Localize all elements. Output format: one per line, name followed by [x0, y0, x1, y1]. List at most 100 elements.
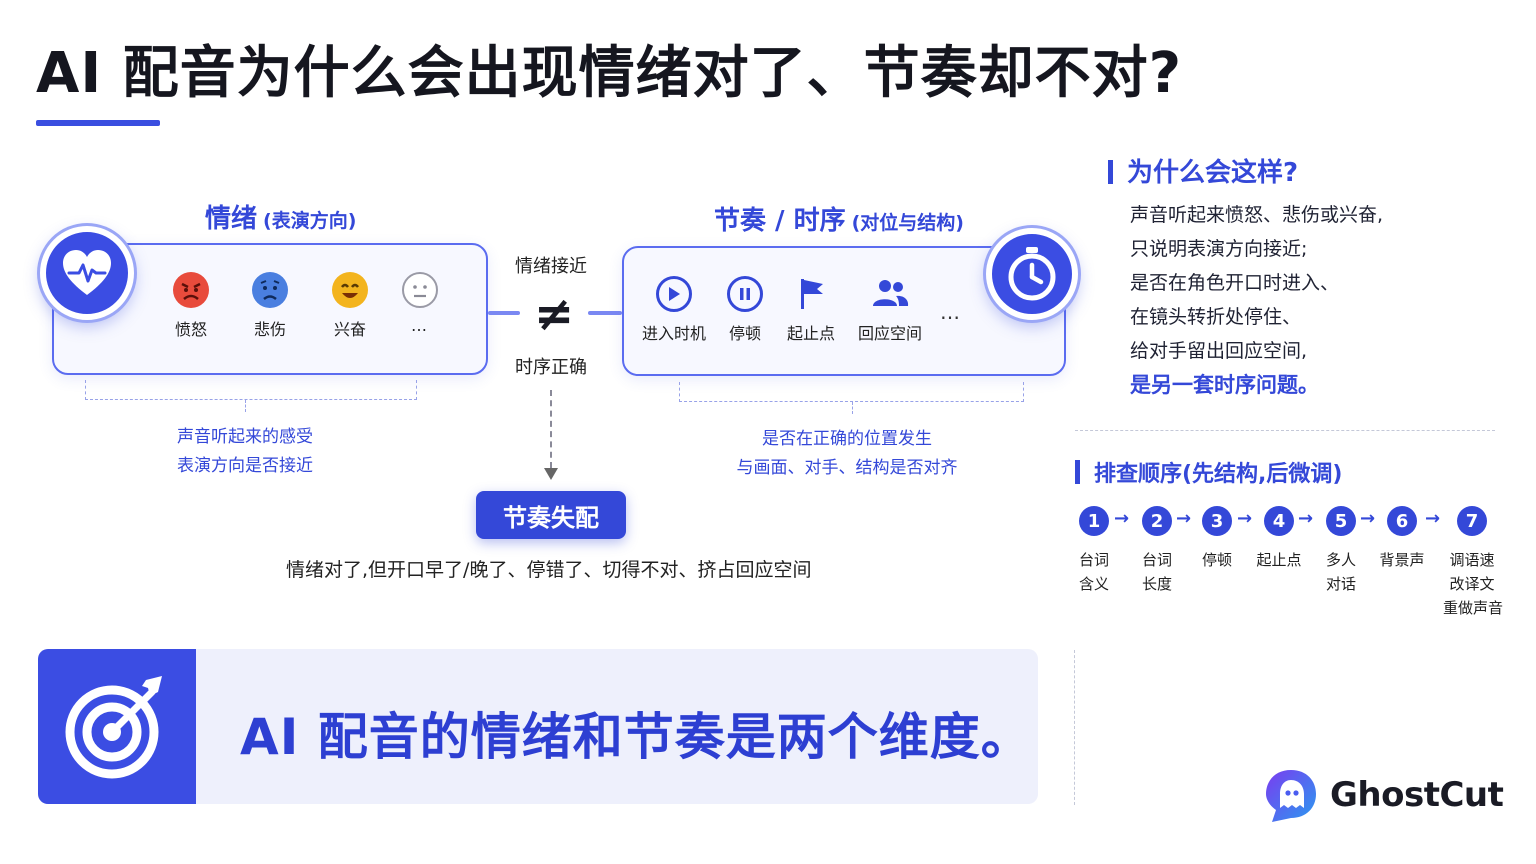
order-step-4: 4 起止点	[1250, 506, 1308, 572]
order-step-1: 1 台词含义	[1065, 506, 1123, 596]
emotion-close-label: 情绪接近	[515, 256, 587, 277]
not-equal-symbol: ≠	[534, 286, 575, 342]
step-label-line: 对话	[1325, 575, 1356, 593]
rhythm-item-pause: 停顿	[717, 276, 773, 344]
step-number: 5	[1326, 506, 1356, 536]
rhythm-note-line: 是否在正确的位置发生	[762, 429, 932, 449]
timer-badge	[986, 228, 1078, 320]
angry-face-icon	[173, 272, 209, 308]
rhythm-heading-main: 节奏 / 时序	[714, 206, 846, 236]
step-label-line: 台词	[1141, 551, 1172, 569]
step-label-line: 台词	[1078, 551, 1109, 569]
emotion-item-label: 悲伤	[253, 320, 286, 339]
step-label: 台词含义	[1065, 548, 1123, 596]
emotion-note-line: 声音听起来的感受	[177, 427, 313, 447]
rhythm-more: …	[940, 300, 962, 324]
rhythm-card	[622, 246, 1066, 376]
why-line: 只说明表演方向接近;	[1130, 238, 1308, 260]
rhythm-note-line: 与画面、对手、结构是否对齐	[736, 458, 958, 478]
step-label: 起止点	[1250, 548, 1308, 572]
rhythm-bracket	[679, 382, 1024, 402]
pause-icon	[727, 276, 763, 312]
step-label-line: 重做声音	[1443, 599, 1504, 617]
step-label: 多人对话	[1312, 548, 1370, 596]
step-arrow-icon: →	[1425, 508, 1441, 529]
emotion-heading-main: 情绪	[205, 204, 258, 234]
stopwatch-icon	[1008, 247, 1056, 301]
step-arrow-icon: →	[1114, 508, 1130, 529]
step-arrow-icon: →	[1237, 508, 1253, 529]
heart-badge	[40, 226, 134, 320]
rhythm-item-response-space: 回应空间	[852, 276, 928, 344]
step-label-line: 调语速	[1449, 551, 1495, 569]
rhythm-heading-sub: (对位与结构)	[851, 212, 964, 234]
step-label-line: 改译文	[1449, 575, 1495, 593]
rhythm-bracket-tick	[852, 402, 853, 414]
down-arrow-icon	[544, 468, 558, 480]
users-icon	[870, 276, 910, 312]
sad-face-icon	[252, 272, 288, 308]
step-label: 台词长度	[1128, 548, 1186, 596]
why-line: 给对手留出回应空间,	[1130, 340, 1308, 362]
banner-icon-panel	[38, 649, 196, 804]
why-line: 在镜头转折处停住、	[1130, 306, 1302, 328]
order-step-3: 3 停顿	[1188, 506, 1246, 572]
rhythm-heading: 节奏 / 时序(对位与结构)	[714, 200, 964, 237]
emotion-bracket	[85, 380, 417, 400]
emotion-item-neutral: …	[395, 272, 445, 335]
step-label-line: 停顿	[1201, 551, 1232, 569]
why-heading-text: 为什么会这样?	[1127, 158, 1299, 188]
down-dashed-line	[550, 390, 552, 468]
order-step-6: 6 背景声	[1373, 506, 1431, 572]
connector-left	[488, 311, 520, 315]
rhythm-item-label: 停顿	[728, 324, 761, 343]
step-label: 调语速改译文重做声音	[1443, 548, 1504, 620]
step-number: 4	[1264, 506, 1294, 536]
rhythm-mismatch-badge: 节奏失配	[476, 491, 626, 539]
step-label-line: 多人	[1325, 551, 1356, 569]
emotion-item-excited: 兴奋	[325, 272, 375, 340]
rhythm-item-label: 进入时机	[641, 324, 706, 343]
order-step-7: 7 调语速改译文重做声音	[1443, 506, 1504, 620]
order-step-2: 2 台词长度	[1128, 506, 1186, 596]
timing-correct-label: 时序正确	[515, 357, 587, 378]
summary-banner: AI 配音的情绪和节奏是两个维度。	[38, 649, 1038, 804]
right-divider	[1075, 430, 1495, 431]
why-highlight: 是另一套时序问题。	[1130, 373, 1319, 397]
rhythm-item-label: 回应空间	[857, 324, 922, 343]
brand-logo: GhostCut	[1262, 766, 1504, 824]
page-title: AI 配音为什么会出现情绪对了、节奏却不对?	[36, 41, 1183, 106]
step-label-line: 背景声	[1379, 551, 1425, 569]
order-step-5: 5 多人对话	[1312, 506, 1370, 596]
why-heading: 为什么会这样?	[1108, 152, 1298, 189]
emotion-item-label: 兴奋	[333, 320, 366, 339]
step-arrow-icon: →	[1360, 508, 1376, 529]
connector-right	[588, 311, 622, 315]
rhythm-notes: 是否在正确的位置发生 与画面、对手、结构是否对齐	[727, 425, 967, 483]
ghostcut-logo-icon	[1266, 770, 1316, 822]
step-label: 停顿	[1188, 548, 1246, 572]
emotion-notes: 声音听起来的感受 表演方向是否接近	[177, 423, 313, 481]
why-line: 是否在角色开口时进入、	[1130, 272, 1340, 294]
emotion-heading-sub: (表演方向)	[263, 210, 357, 232]
why-line: 声音听起来愤怒、悲伤或兴奋,	[1130, 204, 1384, 226]
emotion-heading: 情绪(表演方向)	[205, 198, 356, 235]
excited-face-icon	[332, 272, 368, 308]
step-number: 6	[1387, 506, 1417, 536]
vertical-divider	[1074, 650, 1075, 805]
order-heading-text: 排查顺序(先结构,后微调)	[1094, 462, 1343, 487]
step-number: 2	[1142, 506, 1172, 536]
step-number: 1	[1079, 506, 1109, 536]
emotion-note-line: 表演方向是否接近	[177, 456, 313, 476]
emotion-item-label: …	[411, 316, 429, 335]
step-arrow-icon: →	[1176, 508, 1192, 529]
why-body: 声音听起来愤怒、悲伤或兴奋, 只说明表演方向接近; 是否在角色开口时进入、 在镜…	[1130, 198, 1383, 402]
emotion-bracket-tick	[245, 400, 246, 412]
step-number: 7	[1457, 506, 1487, 536]
step-label-line: 含义	[1078, 575, 1109, 593]
emotion-item-angry: 愤怒	[166, 272, 216, 340]
rhythm-item-start-end: 起止点	[782, 276, 840, 344]
step-label: 背景声	[1373, 548, 1431, 572]
heading-bar	[1108, 160, 1113, 184]
step-number: 3	[1202, 506, 1232, 536]
